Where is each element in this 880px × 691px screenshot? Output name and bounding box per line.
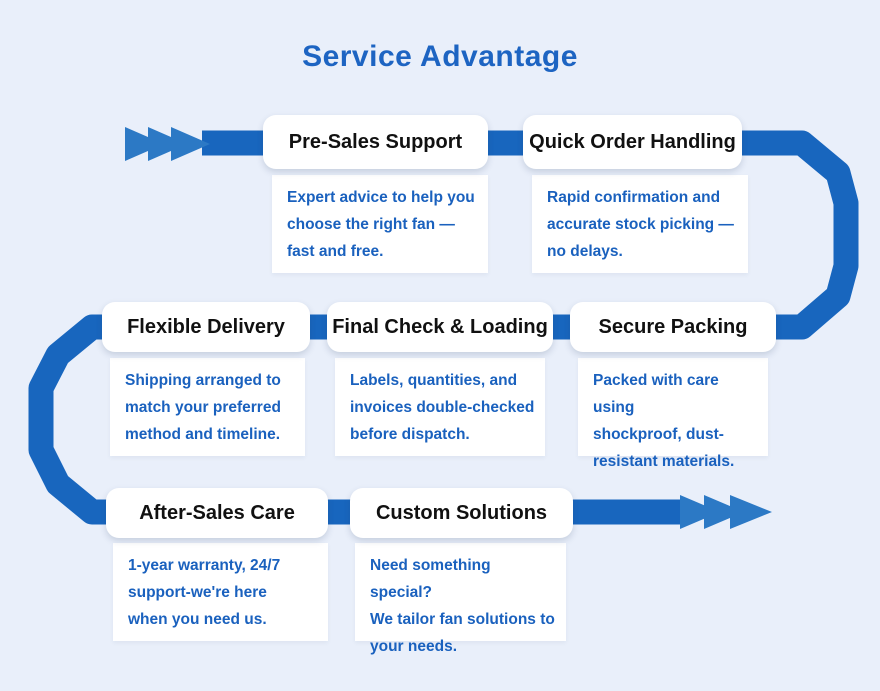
exit-arrows-icon: [680, 495, 772, 529]
card-title-quick-order-handling: Quick Order Handling: [523, 115, 742, 169]
card-description-pre-sales-support: Expert advice to help you choose the rig…: [272, 175, 488, 273]
page-title: Service Advantage: [302, 40, 578, 73]
card-title-after-sales-care: After-Sales Care: [106, 488, 328, 538]
entry-arrows-icon: [125, 127, 210, 161]
card-title-pre-sales-support: Pre-Sales Support: [263, 115, 488, 169]
card-title-custom-solutions: Custom Solutions: [350, 488, 573, 538]
card-title-secure-packing: Secure Packing: [570, 302, 776, 352]
card-title-final-check-loading: Final Check & Loading: [327, 302, 553, 352]
card-description-final-check-loading: Labels, quantities, and invoices double-…: [335, 358, 545, 456]
card-description-secure-packing: Packed with care using shockproof, dust-…: [578, 358, 768, 470]
card-description-quick-order-handling: Rapid confirmation and accurate stock pi…: [532, 175, 748, 273]
card-description-after-sales-care: 1-year warranty, 24/7 support-we're here…: [113, 543, 328, 641]
card-description-custom-solutions: Need something special? We tailor fan so…: [355, 543, 566, 655]
card-description-flexible-delivery: Shipping arranged to match your preferre…: [110, 358, 305, 456]
card-title-flexible-delivery: Flexible Delivery: [102, 302, 310, 352]
